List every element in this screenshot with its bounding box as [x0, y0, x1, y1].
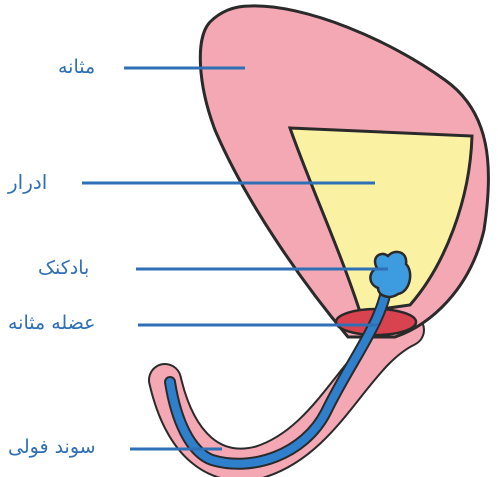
urethra-tube: [165, 330, 408, 465]
label-bladder-muscle: عضله مثانه: [8, 312, 96, 334]
label-urine: ادرار: [8, 170, 47, 194]
label-balloon: بادکنک: [38, 257, 89, 279]
label-bladder: مثانه: [58, 56, 95, 78]
label-foley-catheter: سوند فولی: [8, 436, 96, 458]
